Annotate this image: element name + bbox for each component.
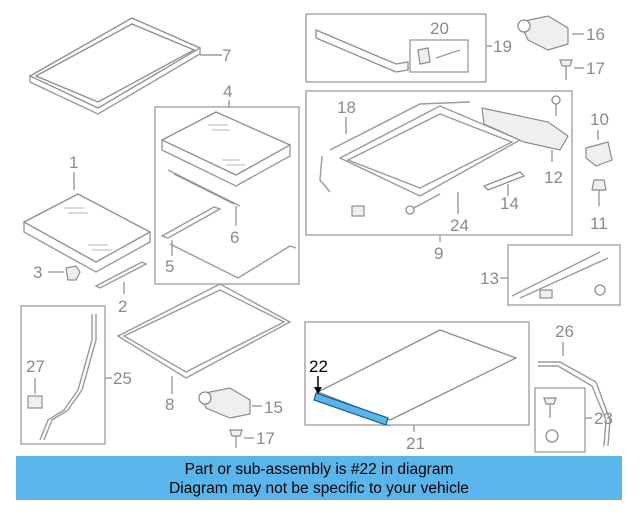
callout-21[interactable]: 21	[406, 434, 425, 453]
part-11-clip: 11	[590, 179, 608, 233]
part-8-seal: 8	[116, 283, 292, 414]
callout-17-bottom[interactable]: 17	[256, 429, 275, 448]
callout-14[interactable]: 14	[500, 194, 519, 213]
part-25-box: 25 27	[20, 305, 132, 445]
callout-25[interactable]: 25	[113, 369, 132, 388]
callout-5[interactable]: 5	[165, 257, 174, 276]
part-2-strip: 2	[94, 261, 148, 316]
part-22-highlighted-strip[interactable]: 22	[309, 357, 389, 426]
callout-9[interactable]: 9	[434, 244, 443, 263]
part-19-box: 19 20	[305, 13, 512, 83]
part-17-screw-top: 17	[559, 59, 605, 80]
callout-7[interactable]: 7	[222, 46, 231, 65]
callout-24[interactable]: 24	[450, 216, 469, 235]
callout-19[interactable]: 19	[493, 37, 512, 56]
part-17-screw-bottom: 17	[229, 429, 275, 448]
part-10-bracket: 10	[585, 110, 613, 167]
banner-line-2: Diagram may not be specific to your vehi…	[169, 480, 469, 497]
callout-3[interactable]: 3	[33, 263, 42, 282]
part-21-box: 21	[304, 321, 530, 453]
callout-8[interactable]: 8	[165, 395, 174, 414]
callout-23[interactable]: 23	[594, 409, 613, 428]
part-26-hose: 26	[538, 322, 611, 447]
part-3-screw: 3	[33, 263, 81, 282]
callout-18[interactable]: 18	[337, 98, 356, 117]
part-23-box: 23	[534, 387, 613, 453]
callout-20[interactable]: 20	[430, 19, 449, 38]
banner-line-1: Part or sub-assembly is #22 in diagram	[184, 461, 454, 478]
part-7-glass-panel: 7	[28, 17, 231, 115]
callout-17-top[interactable]: 17	[586, 59, 605, 78]
part-9-frame-box: 9 18 12 14 24	[305, 90, 573, 263]
callout-6[interactable]: 6	[230, 228, 239, 247]
callout-22[interactable]: 22	[309, 357, 328, 376]
callout-16[interactable]: 16	[586, 25, 605, 44]
callout-15[interactable]: 15	[264, 398, 283, 417]
part-13-box: 13	[480, 244, 621, 306]
part-1-glass: 1	[22, 153, 152, 273]
callout-1[interactable]: 1	[69, 153, 78, 172]
callout-12[interactable]: 12	[544, 168, 563, 187]
callout-10[interactable]: 10	[590, 110, 609, 129]
part-16-motor: 16	[517, 15, 605, 51]
callout-26[interactable]: 26	[555, 322, 574, 341]
callout-27[interactable]: 27	[26, 357, 45, 376]
part-4-glass-box: 4 6 5	[154, 82, 300, 285]
info-banner: Part or sub-assembly is #22 in diagram D…	[16, 456, 622, 500]
callout-11[interactable]: 11	[590, 214, 608, 233]
callout-2[interactable]: 2	[118, 297, 127, 316]
callout-4[interactable]: 4	[223, 82, 232, 101]
callout-13[interactable]: 13	[480, 269, 499, 288]
part-15-motor: 15	[198, 387, 283, 419]
